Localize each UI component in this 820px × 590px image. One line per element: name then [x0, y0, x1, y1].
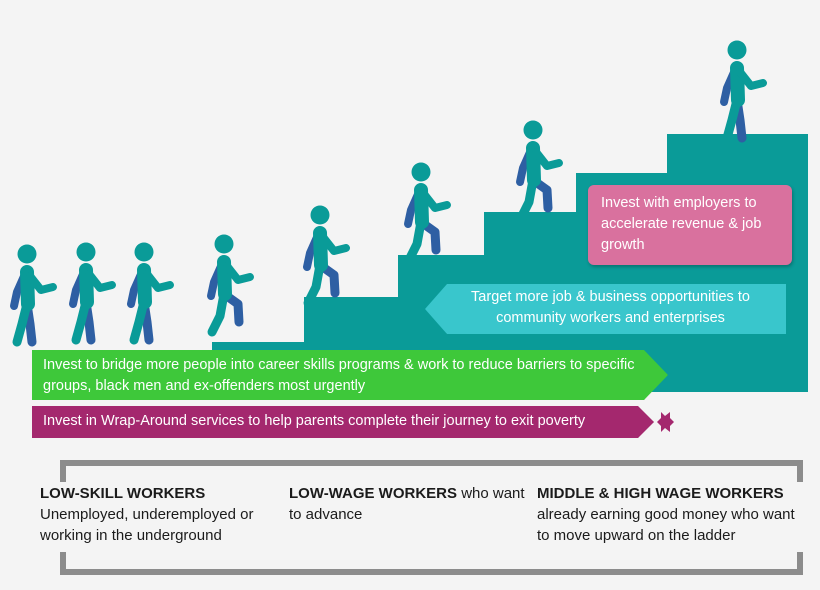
- category-middle-high: MIDDLE & HIGH WAGE WORKERS already earni…: [537, 483, 807, 546]
- person-walking-icon: [720, 40, 767, 143]
- banner-invest-employers: Invest with employers to accelerate reve…: [588, 185, 792, 265]
- banner-bridge-skills: Invest to bridge more people into career…: [32, 350, 668, 400]
- banner-bridge-text: Invest to bridge more people into career…: [43, 357, 635, 394]
- person-walking-icon: [69, 242, 116, 345]
- category-low-wage-title: LOW-WAGE WORKERS: [289, 485, 458, 502]
- banner-target-opportunities: Target more job & business opportunities…: [425, 284, 786, 334]
- category-middle-high-desc: already earning good money who want to m…: [537, 506, 795, 544]
- person-climbing-icon: [303, 205, 350, 308]
- person-walking-icon: [127, 242, 174, 345]
- bracket: [60, 460, 803, 575]
- person-climbing-icon: [516, 120, 563, 223]
- person-climbing-icon: [207, 234, 254, 337]
- category-middle-high-title: MIDDLE & HIGH WAGE WORKERS: [537, 485, 784, 502]
- category-low-wage-desc: who want to advance: [289, 485, 525, 523]
- category-low-skill: LOW-SKILL WORKERS Unemployed, underemplo…: [40, 483, 290, 546]
- person-walking-icon: [10, 244, 57, 347]
- category-low-skill-desc: Unemployed, underemployed or working in …: [40, 506, 254, 544]
- person-climbing-icon: [404, 162, 451, 265]
- category-low-wage: LOW-WAGE WORKERS who want to advance: [289, 483, 529, 525]
- star-icon: [657, 412, 674, 432]
- banner-target-text: Target more job & business opportunities…: [471, 289, 750, 326]
- category-low-skill-title: LOW-SKILL WORKERS: [40, 485, 206, 502]
- banner-employers-text: Invest with employers to accelerate reve…: [601, 195, 762, 253]
- banner-wrap-text: Invest in Wrap-Around services to help p…: [43, 413, 586, 429]
- banner-wrap-around: Invest in Wrap-Around services to help p…: [32, 406, 654, 438]
